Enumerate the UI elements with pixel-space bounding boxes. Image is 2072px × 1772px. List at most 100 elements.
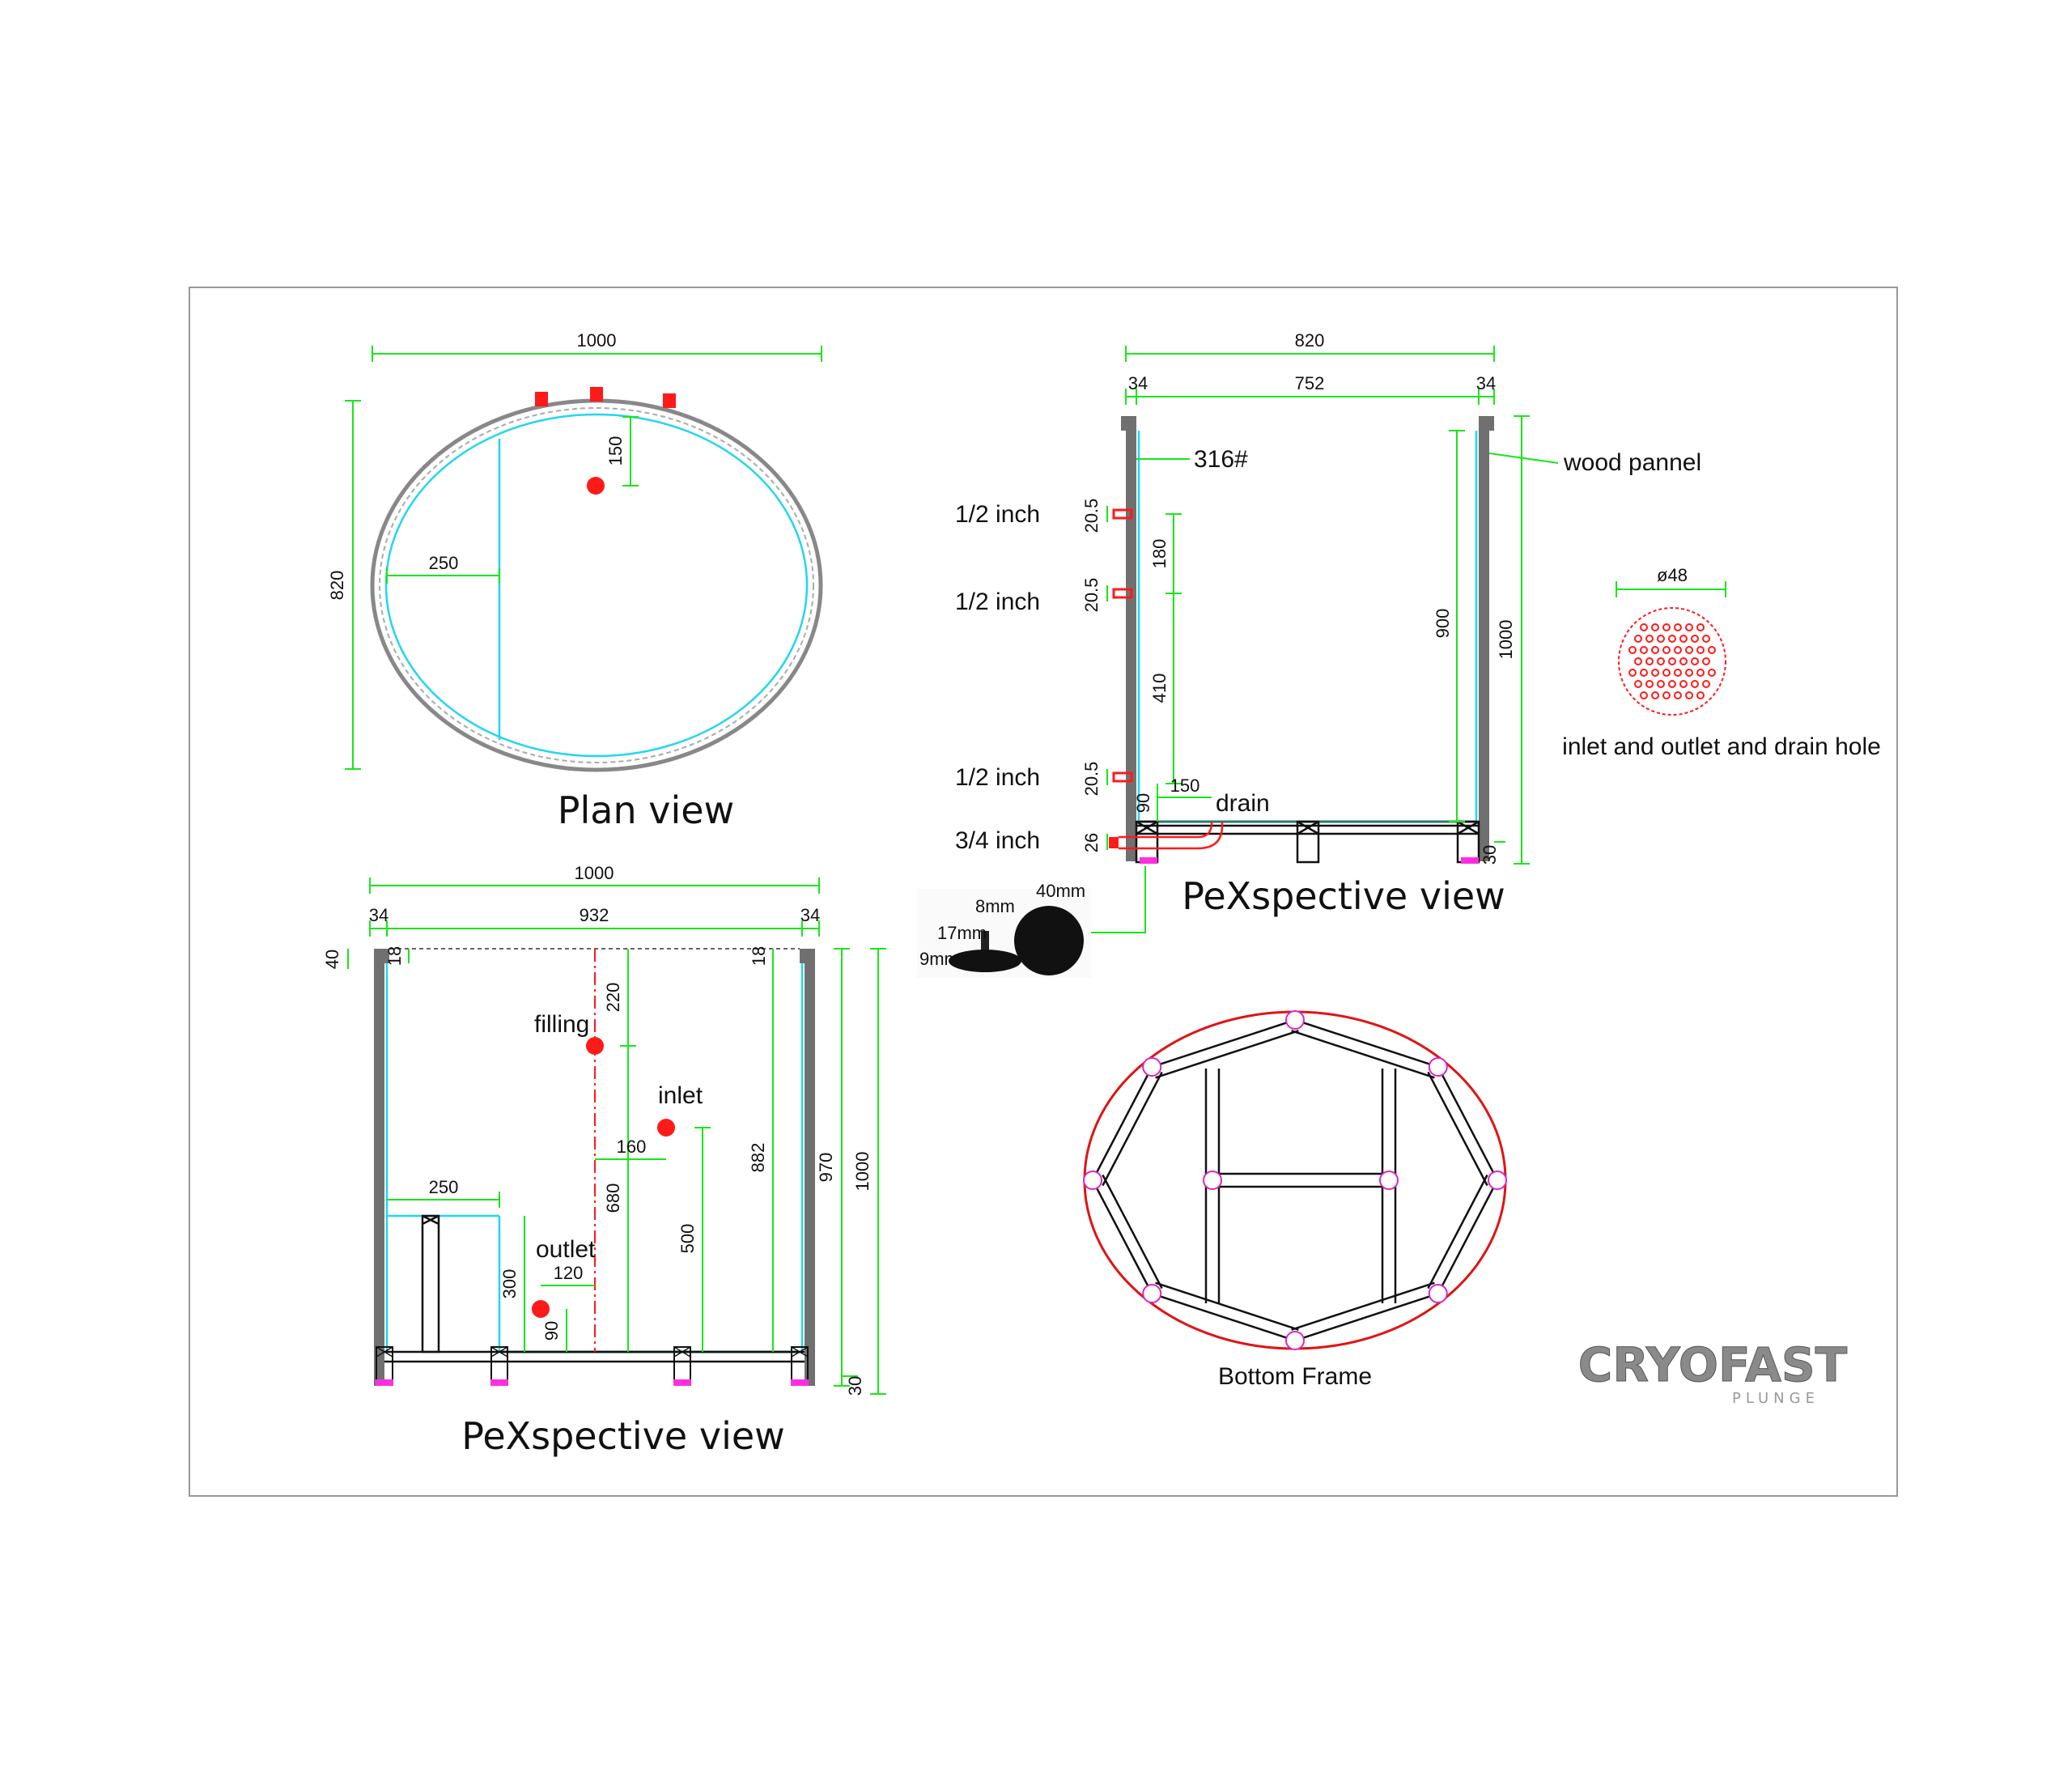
perforation-icon [1651, 623, 1659, 631]
foot-mount-icon [1379, 1171, 1399, 1190]
pipe-fitting [1112, 588, 1133, 599]
brand-logo: CRYOFAST PLUNGE [1577, 1328, 1848, 1409]
perforation-icon [1679, 657, 1688, 665]
svg-text:160: 160 [617, 1137, 647, 1157]
foot-mount-icon [1083, 1171, 1102, 1190]
filling-label: filling [534, 1011, 589, 1038]
outlet-port-icon [532, 1300, 550, 1318]
perforation-icon [1662, 691, 1671, 699]
bracket [535, 392, 548, 406]
perforated-hole-icon [1618, 607, 1726, 716]
perforation-icon [1634, 657, 1642, 665]
bracket [663, 393, 676, 408]
foot-mount-icon [1203, 1171, 1222, 1190]
svg-text:18: 18 [384, 946, 405, 966]
svg-text:90: 90 [1133, 793, 1153, 813]
pipe-label: 1/2 inch [955, 764, 1040, 791]
svg-text:180: 180 [1149, 539, 1170, 569]
perforation-icon [1640, 691, 1648, 699]
hole-detail: ø48 inlet and outlet and drain hole [1562, 565, 1881, 760]
filling-port-icon [586, 1037, 604, 1055]
foot-pad [1461, 857, 1479, 864]
svg-text:17mm: 17mm [937, 923, 987, 943]
svg-text:30: 30 [1480, 845, 1500, 865]
bottom-frame-title: Bottom Frame [1218, 1363, 1372, 1390]
svg-text:90: 90 [541, 1321, 562, 1341]
side-overall-dim: 820 [1295, 330, 1325, 351]
perforation-icon [1674, 623, 1682, 631]
svg-text:500: 500 [677, 1224, 698, 1254]
perforation-icon [1640, 646, 1648, 654]
svg-text:20.5: 20.5 [1081, 762, 1102, 797]
perforation-icon [1685, 623, 1693, 631]
svg-text:752: 752 [1295, 373, 1325, 393]
perforation-icon [1668, 680, 1676, 688]
pipe-fitting [1112, 508, 1133, 520]
front-overall-dim: 1000 [575, 863, 614, 883]
side-view-title: PeXspective view [1182, 874, 1505, 918]
perforation-icon [1674, 669, 1682, 677]
perforation-icon [1651, 691, 1659, 699]
drain-fitting [1109, 837, 1119, 848]
perforation-icon [1702, 635, 1710, 643]
perforation-icon [1640, 623, 1648, 631]
svg-text:970: 970 [816, 1153, 836, 1183]
adjustable-foot-photo: 8mm 17mm 9mm 40mm [917, 866, 1146, 978]
perforation-icon [1708, 669, 1716, 677]
perforation-icon [1634, 680, 1642, 688]
perforation-icon [1640, 669, 1648, 677]
svg-text:26: 26 [1081, 833, 1102, 852]
perforation-icon [1696, 646, 1705, 654]
perforation-icon [1685, 669, 1693, 677]
plan-view-title: Plan view [558, 788, 734, 832]
perforation-icon [1657, 657, 1665, 665]
svg-text:150: 150 [1170, 776, 1200, 796]
hole-caption: inlet and outlet and drain hole [1562, 733, 1881, 760]
logo-subtitle: PLUNGE [1732, 1390, 1819, 1407]
svg-text:120: 120 [554, 1263, 584, 1283]
foot-mount-icon [1285, 1010, 1305, 1030]
right-wall [1479, 416, 1489, 861]
svg-text:40mm: 40mm [1036, 881, 1085, 901]
pipe-label: 3/4 inch [955, 827, 1040, 854]
frame-beam [1294, 1292, 1439, 1342]
pipe-label: 1/2 inch [955, 501, 1040, 528]
plan-width-dim: 1000 [577, 330, 617, 351]
frame-beam [1091, 1066, 1153, 1181]
svg-text:900: 900 [1433, 609, 1453, 639]
perforation-icon [1691, 680, 1699, 688]
tub-outer-rim [370, 398, 823, 772]
perforation-icon [1679, 635, 1688, 643]
foot-mount-icon [1488, 1171, 1507, 1190]
perforation-icon [1651, 669, 1659, 677]
foot-pad [791, 1379, 809, 1386]
right-wall [805, 949, 815, 1386]
perforation-icon [1679, 680, 1688, 688]
svg-text:932: 932 [580, 905, 609, 925]
perforation-icon [1668, 657, 1676, 665]
foot-pad [1140, 857, 1157, 864]
svg-text:410: 410 [1149, 674, 1170, 703]
perforation-icon [1702, 657, 1710, 665]
perforation-icon [1651, 646, 1659, 654]
perforation-icon [1645, 680, 1654, 688]
svg-text:20.5: 20.5 [1081, 499, 1102, 533]
svg-text:34: 34 [800, 905, 820, 925]
plan-height-dim: 820 [327, 571, 347, 601]
hole-diameter-dim: ø48 [1657, 565, 1688, 585]
inlet-label: inlet [658, 1082, 703, 1109]
perforation-icon [1691, 635, 1699, 643]
left-wall [374, 949, 384, 1386]
svg-text:40: 40 [322, 950, 342, 969]
frame-beam [1151, 1018, 1296, 1069]
perforation-icon [1708, 646, 1716, 654]
perforation-icon [1628, 646, 1637, 654]
foot-mount-icon [1428, 1284, 1448, 1304]
inlet-port-icon [657, 1119, 675, 1137]
foot-pad [376, 1379, 393, 1386]
drain-pipe [1119, 822, 1224, 850]
svg-text:680: 680 [603, 1183, 623, 1213]
perforation-icon [1691, 657, 1699, 665]
pipe-fitting [1112, 771, 1133, 783]
perforation-icon [1696, 623, 1705, 631]
